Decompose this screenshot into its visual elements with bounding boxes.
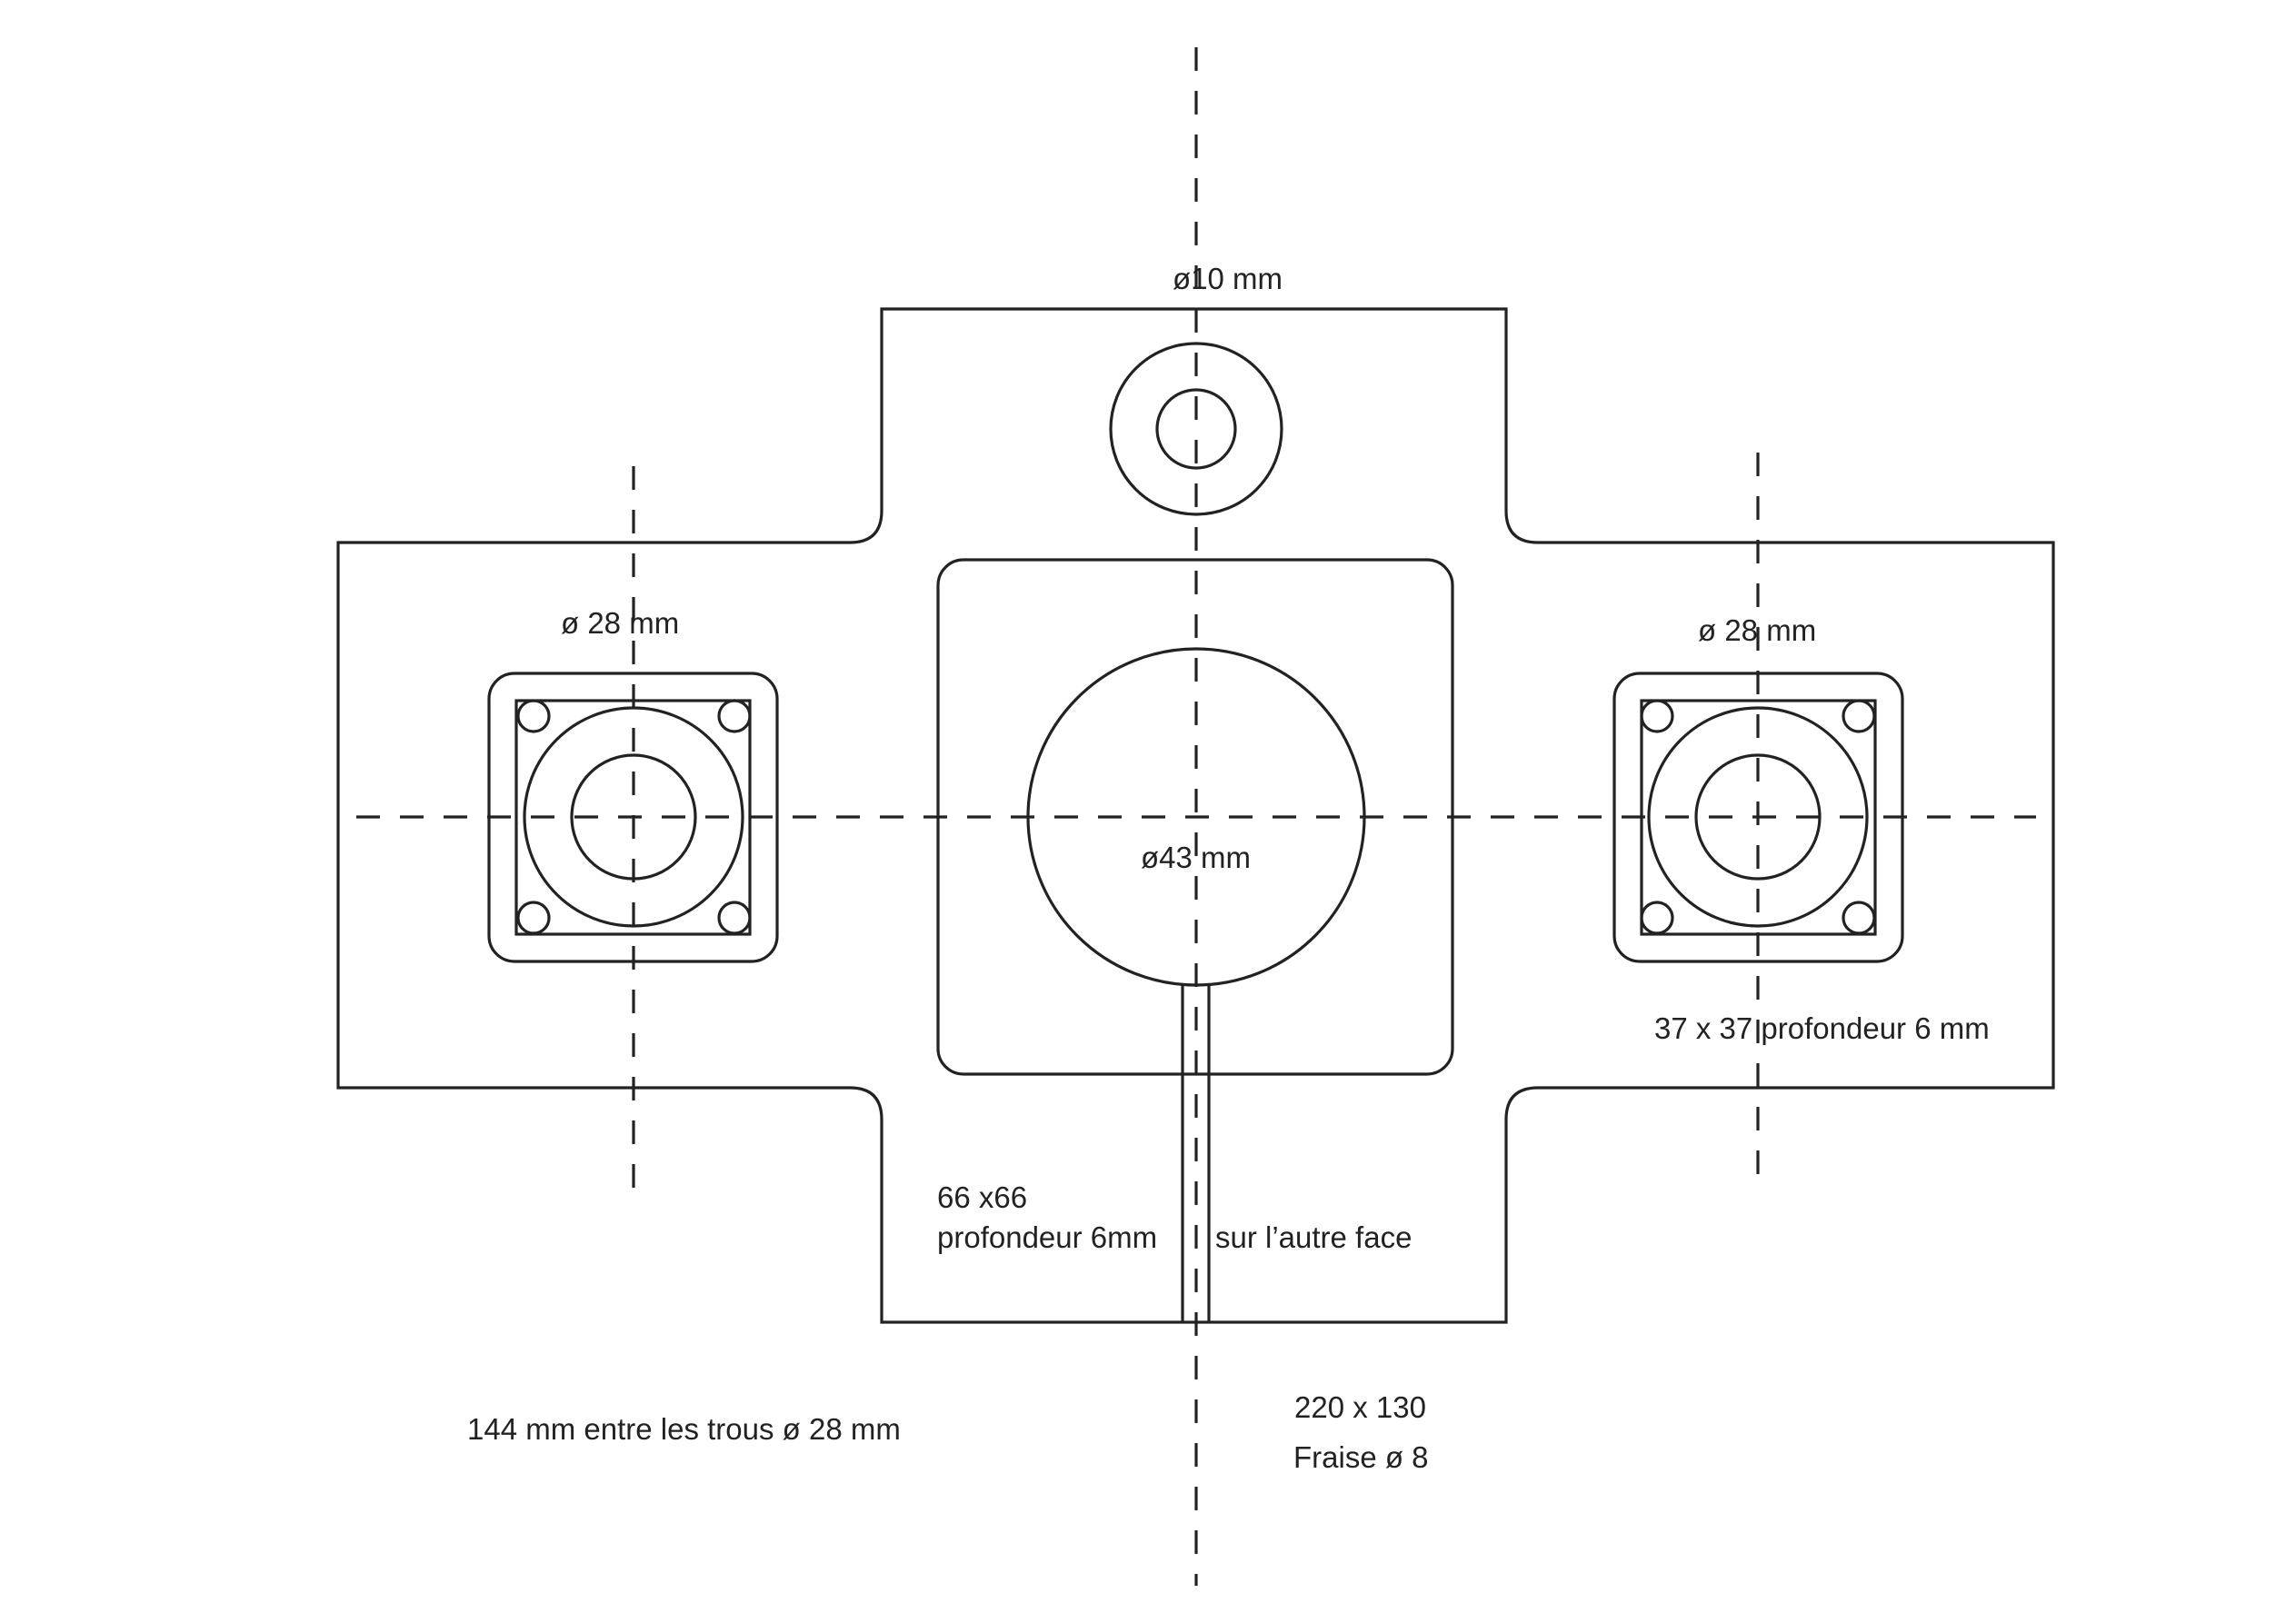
plate-outline: [336, 307, 2055, 1324]
center-hole-label: ø43 mm: [1141, 841, 1251, 874]
other-face-label: sur l’autre face: [1215, 1220, 1412, 1254]
hole-spacing-label: 144 mm entre les trous ø 28 mm: [467, 1412, 901, 1446]
right-hole-label: ø 28 mm: [1698, 613, 1816, 647]
left-bolt-hole-tr: [717, 699, 752, 733]
top-hole-outer-circle: [1109, 342, 1283, 516]
center-pocket-depth-label: profondeur 6mm: [937, 1220, 1157, 1254]
left-bolt-hole-br: [717, 901, 752, 935]
right-flange-circle: [1647, 706, 1869, 928]
cutter-label: Fraise ø 8: [1293, 1440, 1429, 1474]
right-bolt-hole-bl: [1640, 901, 1674, 935]
top-hole-inner-circle: [1155, 388, 1237, 470]
left-bolt-hole-bl: [516, 901, 551, 935]
overall-size-label: 220 x 130: [1294, 1390, 1426, 1424]
right-bolt-hole-tl: [1640, 699, 1674, 733]
center-pocket-size-label: 66 x66: [937, 1180, 1027, 1214]
right-bolt-hole-br: [1842, 901, 1876, 935]
left-bolt-hole-tl: [516, 699, 551, 733]
top-hole-label: ø10 mm: [1173, 262, 1283, 295]
small-pocket-label: 37 x 37 profondeur 6 mm: [1654, 1011, 1990, 1045]
right-bolt-hole-tr: [1842, 699, 1876, 733]
left-hole-label: ø 28 mm: [561, 606, 679, 640]
